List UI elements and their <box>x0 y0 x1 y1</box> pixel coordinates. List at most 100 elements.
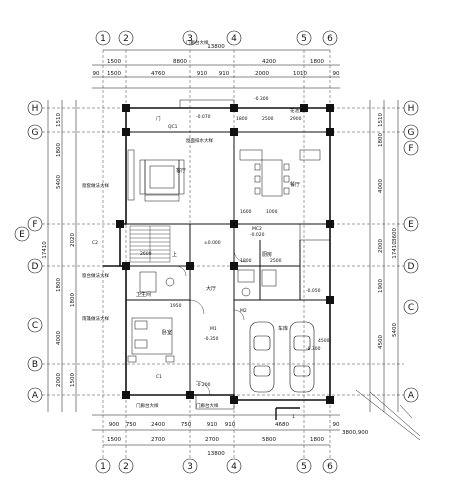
car-left <box>249 321 275 393</box>
dim-bottom-6: 910 <box>225 422 236 428</box>
axis-bubble-top-3 <box>182 30 198 46</box>
bed <box>127 317 175 363</box>
dim-bottom-1: 900 <box>109 422 120 428</box>
dim-right-7: 4500 <box>378 335 384 349</box>
axis-label-bottom-1: 1 <box>100 462 106 472</box>
section-marker <box>275 407 300 420</box>
dim-top-r2-3: 4760 <box>151 71 165 77</box>
axis-grid-horizontal <box>42 107 404 396</box>
axis-label-left-E: E <box>19 230 25 240</box>
inner-dim-10: 4500 <box>318 338 330 344</box>
left-dimension-lines <box>47 100 77 412</box>
dim-right-5: 2000 <box>378 239 384 253</box>
axis-label-bottom-3: 3 <box>187 462 193 472</box>
inner-dim-4: 1600 <box>240 209 252 215</box>
axis-label-right-D: D <box>408 262 415 272</box>
axis-label-left-B: B <box>32 360 38 370</box>
dim-top-1: 1500 <box>107 59 121 65</box>
columns <box>116 104 334 404</box>
axis-label-left-D: D <box>32 262 39 272</box>
dim-bottom-r2-4: 5800 <box>262 437 276 443</box>
axis-label-top-5: 5 <box>301 34 307 44</box>
dim-bottom-r2-3: 2700 <box>205 437 219 443</box>
dim-right-1: 1510 <box>378 113 384 127</box>
axis-label-bottom-4: 4 <box>231 462 237 472</box>
inner-dim-9: 2500 <box>270 258 282 264</box>
axis-bubble-top-6 <box>322 30 338 46</box>
axis-bubble-left-H <box>27 100 43 116</box>
dim-left-1: 1510 <box>56 113 62 127</box>
left-dimension-text: 17410 1510 1800 5400 2020 1800 1800 4000… <box>42 113 76 387</box>
inner-dim-8: 1800 <box>240 258 252 264</box>
elevation-3: ±0.000 <box>204 240 221 246</box>
porch <box>179 99 331 410</box>
corner-dimension: 3800,900 <box>342 430 369 436</box>
room-labels: 客厅 餐厅 大厅 卧室 车库 卫生间 上 厨房 <box>136 167 300 336</box>
sofa-set <box>127 149 185 202</box>
dim-right-6: 1900 <box>378 279 384 293</box>
axis-label-right-F: F <box>408 144 413 154</box>
room-hall: 大厅 <box>206 285 216 292</box>
dim-top-r2-2: 1500 <box>107 71 121 77</box>
axis-label-right-H: H <box>408 104 415 114</box>
axis-bubble-right-D <box>403 258 419 274</box>
tag-section: 1 <box>292 414 295 420</box>
dim-left-7: 4000 <box>56 331 62 345</box>
dim-right-3: 4000 <box>378 179 384 193</box>
note-right: 花池大样 <box>290 107 308 114</box>
axis-label-right-A: A <box>408 391 415 401</box>
tag-c1: C1 <box>156 374 162 380</box>
axis-bubble-left-B <box>27 356 43 372</box>
dim-bottom-4: 750 <box>181 422 192 428</box>
axis-label-bottom-6: 6 <box>327 462 333 472</box>
dim-bottom-r2-1: 1500 <box>107 437 121 443</box>
elevation-5: -0.050 <box>306 288 321 294</box>
dim-top-r2-5: 910 <box>219 71 230 77</box>
stair <box>129 225 171 263</box>
inner-dim-1: 1800 <box>236 116 248 122</box>
axis-label-bottom-5: 5 <box>301 462 307 472</box>
room-living: 客厅 <box>176 167 186 174</box>
dim-bottom-overall: 13800 <box>207 451 225 457</box>
room-stair-up: 上 <box>172 251 177 258</box>
dim-bottom-7: 4680 <box>275 422 289 428</box>
axis-bubble-right-G <box>403 124 419 140</box>
inner-dim-7: 1950 <box>170 303 182 309</box>
axis-bubble-right-H <box>403 100 419 116</box>
axis-label-left-H: H <box>32 104 39 114</box>
top-dimension-text: 13800 1500 8800 4200 1800 90 1500 4760 9… <box>93 44 340 77</box>
axis-bubble-top-5 <box>296 30 312 46</box>
elevation-7: -0.350 <box>204 336 219 342</box>
bottom-dimension-text: 900 750 2400 750 910 910 4680 90 1500 27… <box>107 422 340 457</box>
dim-left-2: 1800 <box>56 143 62 157</box>
room-kitchen: 厨房 <box>262 251 272 258</box>
axis-bubble-left-E <box>14 226 30 242</box>
tag-m2: M2 <box>240 308 247 314</box>
axis-bubble-right-A <box>403 387 419 403</box>
dim-bottom-3: 2400 <box>151 422 165 428</box>
axis-bubble-left-C <box>27 317 43 333</box>
tag-c2: C2 <box>92 240 98 246</box>
note-bottom-1: 门廊台大样 <box>136 402 159 409</box>
dim-left-overall: 17410 <box>42 241 48 259</box>
dim-right-8: 5400 <box>392 323 398 337</box>
car-right <box>289 321 315 393</box>
axis-label-top-2: 2 <box>123 34 129 44</box>
axis-bubble-left-F <box>27 216 43 232</box>
axis-bubbles-right: H G F E D C A <box>403 100 419 403</box>
dim-bottom-2: 750 <box>126 422 137 428</box>
dim-bottom-5: 910 <box>207 422 218 428</box>
axis-bubble-right-E <box>403 216 419 232</box>
dim-bottom-r2-2: 2700 <box>151 437 165 443</box>
door-swings <box>175 249 247 396</box>
room-bedroom: 卧室 <box>162 329 172 336</box>
dim-top-r2-1: 90 <box>93 71 100 77</box>
axis-label-left-C: C <box>32 321 38 331</box>
axis-label-top-6: 6 <box>327 34 333 44</box>
axis-bubbles-left: H G F E D C B A <box>14 100 43 403</box>
inner-dimension-text: 1800 2500 2900 1600 1000 2600 1950 1800 … <box>140 116 330 344</box>
axis-bubble-bottom-5 <box>296 458 312 474</box>
inner-dim-2: 2500 <box>262 116 274 122</box>
tag-mc2: MC2 <box>252 226 262 232</box>
axis-bubble-left-A <box>27 387 43 403</box>
